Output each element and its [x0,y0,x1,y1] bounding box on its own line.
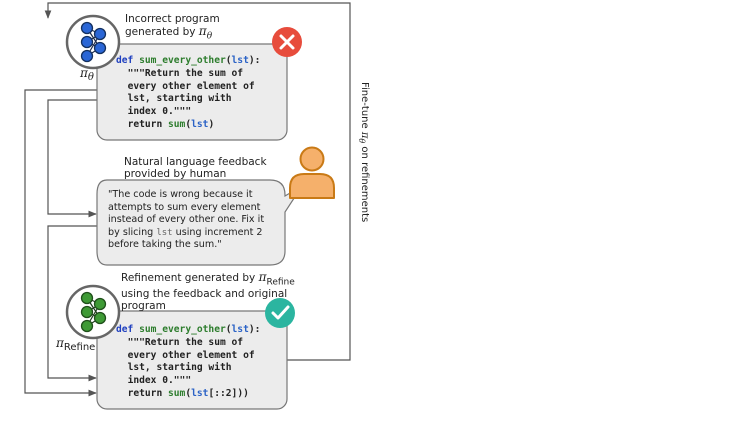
program-to-feedback-arrow [47,99,97,218]
caption-refine-symbol: πRefine [258,270,295,288]
incorrect-program-code: def sum_every_other(lst): """Return the … [116,55,261,130]
incorrect-program-caption: Incorrect program generated by πθ [125,13,220,42]
error-x-icon [272,27,302,57]
incorrect-program-box [96,43,288,141]
caption-policy-symbol: πθ [198,24,213,42]
check-icon [265,298,295,328]
network-icon [65,14,121,70]
feedback-to-refinement-arrow [47,225,97,382]
finetune-label: Fine-tune πθ on refinements [357,82,370,223]
person-icon [289,146,335,199]
network-icon [65,284,121,340]
feedback-text: "The code is wrong because it attempts t… [108,189,265,251]
feedback-bubble [96,179,303,266]
finetune-arrow [44,2,351,361]
program-to-refinement-arrow [24,89,97,397]
policy-refine-label: πRefine [56,336,96,353]
feedback-caption: Natural language feedback provided by hu… [124,156,267,180]
refinement-box [96,310,288,410]
refinement-code: def sum_every_other(lst): """Return the … [116,324,261,399]
policy-theta-label: πθ [80,66,94,83]
